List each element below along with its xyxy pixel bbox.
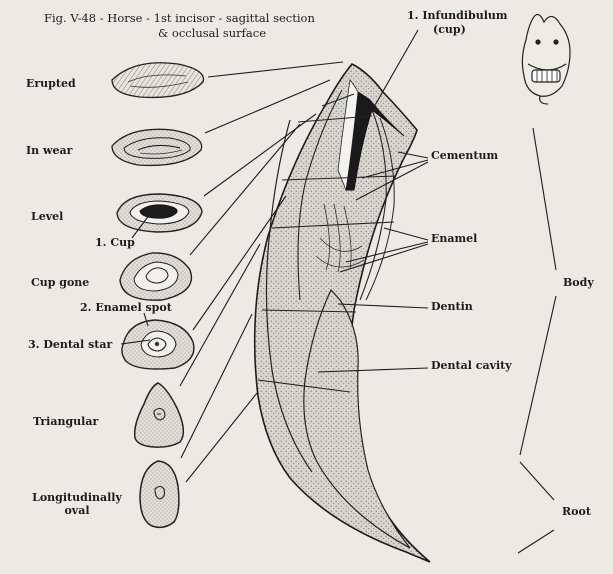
occlusal-erupted bbox=[111, 62, 205, 99]
stage-label-dental-star: 3. Dental star bbox=[28, 338, 113, 351]
label-infundibulum-cup: (cup) bbox=[433, 23, 466, 36]
stage-label-level: Level bbox=[31, 210, 64, 223]
label-dental-cavity: Dental cavity bbox=[431, 359, 512, 372]
label-infundibulum: 1. Infundibulum bbox=[407, 9, 508, 22]
label-body: Body bbox=[563, 276, 594, 289]
occlusal-longitudinally-oval bbox=[139, 460, 180, 529]
figure-title-line2: & occlusal surface bbox=[158, 26, 267, 40]
label-enamel: Enamel bbox=[431, 232, 478, 245]
occlusal-level bbox=[116, 193, 203, 233]
occlusal-dental-star bbox=[121, 319, 195, 370]
stage-label-cup-gone: Cup gone bbox=[31, 276, 90, 289]
label-dentin: Dentin bbox=[431, 300, 473, 313]
stage-label-erupted: Erupted bbox=[26, 77, 76, 90]
occlusal-cup-gone bbox=[119, 252, 193, 301]
stage-label-longitudinally-oval: Longitudinally oval bbox=[32, 491, 122, 517]
occlusal-in-wear bbox=[111, 128, 203, 167]
label-root: Root bbox=[562, 505, 591, 518]
occlusal-triangular bbox=[133, 382, 185, 448]
stage-label-triangular: Triangular bbox=[33, 415, 99, 428]
sub-label-cup: 1. Cup bbox=[95, 236, 135, 249]
leader-lines bbox=[120, 29, 557, 554]
horse-head-icon bbox=[521, 13, 571, 105]
stage-label-in-wear: In wear bbox=[26, 144, 73, 157]
label-cementum: Cementum bbox=[431, 149, 499, 162]
tooth-outline bbox=[253, 62, 431, 563]
figure-title-line1: Fig. V-48 - Horse - 1st incisor - sagitt… bbox=[44, 11, 315, 25]
sub-label-enamel-spot: 2. Enamel spot bbox=[80, 301, 172, 314]
